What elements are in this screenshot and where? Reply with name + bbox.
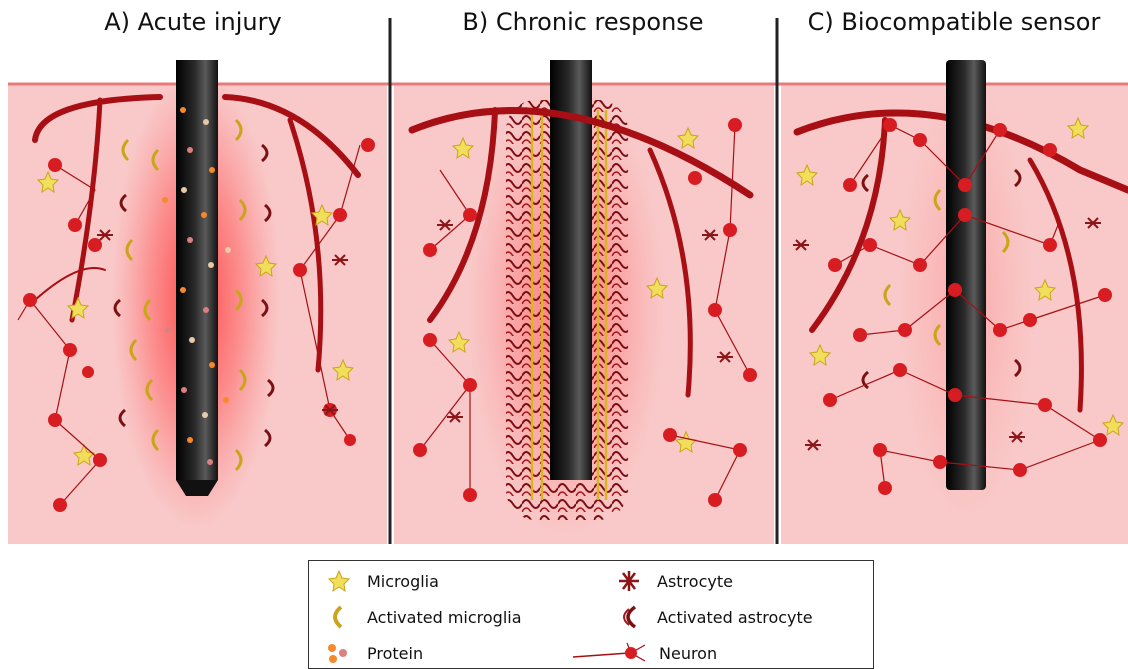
legend-item-protein: Protein [319,641,423,665]
probe-c [946,60,986,490]
legend-label-neuron: Neuron [659,644,717,663]
panel-c-title: C) Biocompatible sensor [780,4,1128,40]
legend: Microglia Activated microglia Protein As… [308,560,874,669]
legend-label-microglia: Microglia [367,572,439,591]
protein-icon [319,641,359,665]
legend-item-activated-astrocyte: Activated astrocyte [609,605,813,629]
diagram-scene [0,0,1128,560]
legend-item-astrocyte: Astrocyte [609,569,733,593]
neuron-icon [571,641,651,665]
legend-label-activated-microglia: Activated microglia [367,608,522,627]
legend-item-neuron: Neuron [571,641,717,665]
legend-item-microglia: Microglia [319,569,439,593]
activated-astrocyte-icon [609,605,649,629]
microglia-icon [319,569,359,593]
panel-a-title: A) Acute injury [0,4,386,40]
probe-a [176,60,218,480]
legend-label-astrocyte: Astrocyte [657,572,733,591]
legend-label-protein: Protein [367,644,423,663]
activated-microglia-icon [319,605,359,629]
panel-b-title: B) Chronic response [394,4,772,40]
legend-label-activated-astrocyte: Activated astrocyte [657,608,813,627]
astrocyte-icon [609,569,649,593]
legend-item-activated-microglia: Activated microglia [319,605,522,629]
